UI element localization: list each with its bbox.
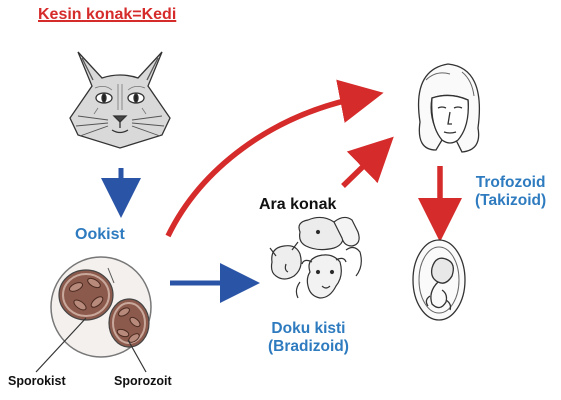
- cat-head-icon: [70, 52, 170, 148]
- trophozoite-label-line2: (Takizoid): [475, 192, 546, 210]
- woman-face-icon: [419, 64, 480, 152]
- tissue-cyst-label-line1: Doku kisti: [268, 320, 349, 338]
- farm-animals-icon: [270, 217, 361, 298]
- fetus-icon: [413, 240, 465, 320]
- trophozoite-label: Trofozoid (Takizoid): [475, 174, 546, 210]
- tissue-cyst-label: Doku kisti (Bradizoid): [268, 320, 349, 356]
- arrow-oocyst-to-human: [168, 97, 362, 236]
- oocyst-icon: [36, 257, 151, 372]
- trophozoite-label-line1: Trofozoid: [475, 174, 546, 192]
- definitive-host-label: Kesin konak=Kedi: [38, 6, 176, 24]
- tissue-cyst-label-line2: (Bradizoid): [268, 338, 349, 356]
- oocyst-label: Ookist: [75, 226, 125, 244]
- arrow-intermediate-host-to-human: [343, 152, 378, 186]
- sporocyst-label: Sporokist: [8, 374, 66, 388]
- intermediate-host-label: Ara konak: [259, 196, 336, 214]
- sporozoite-label: Sporozoit: [114, 374, 172, 388]
